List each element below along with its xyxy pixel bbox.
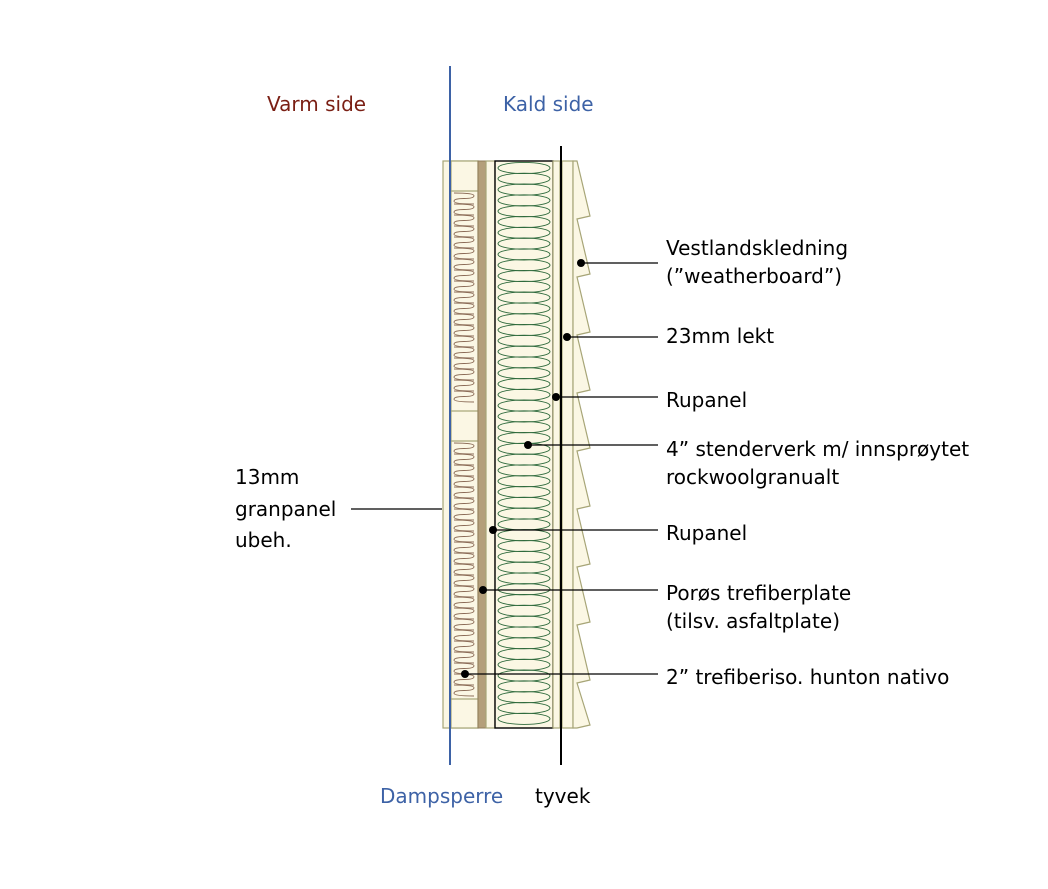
wind-barrier-label: tyvek — [535, 784, 591, 808]
inner-board-label: Rupanel — [666, 521, 747, 545]
fiber-wave — [453, 258, 475, 271]
warm-side-label: Varm side — [267, 92, 366, 116]
fiber-wave — [453, 368, 475, 381]
layers — [442, 160, 591, 729]
fiber-wave — [453, 629, 475, 642]
vapor-barrier-label: Dampsperre — [380, 784, 503, 808]
fiber-wave — [453, 269, 475, 282]
dot-fiberboard — [479, 586, 487, 594]
fiber-wave — [453, 574, 475, 587]
fiber-wave — [453, 519, 475, 532]
leader-lines — [351, 262, 658, 675]
fiber-wave — [453, 280, 475, 293]
fiber-wave — [453, 607, 475, 620]
fiber-insulation-label: 2” trefiberiso. hunton nativo — [666, 665, 949, 689]
fiber-wave — [453, 475, 475, 488]
fiber-wave — [453, 530, 475, 543]
fiber-wave — [453, 640, 475, 653]
fiber-wave — [453, 346, 475, 359]
dot-outer-board — [552, 393, 560, 401]
fiber-wave — [453, 379, 475, 392]
inner-board-layer — [485, 160, 496, 729]
dot-inner-board — [489, 526, 497, 534]
nogging-bottom — [450, 698, 479, 729]
fiber-wave — [453, 662, 475, 675]
fiber-wave — [453, 684, 475, 697]
fiber-wave — [453, 585, 475, 598]
fiber-wave — [453, 390, 475, 403]
fiber-wave — [453, 563, 475, 576]
fiber-wave — [453, 335, 475, 348]
fiber-wave — [453, 651, 475, 664]
fiber-wave — [453, 442, 475, 455]
fiberboard-layer — [477, 160, 487, 729]
cladding-label: Vestlandskledning (”weatherboard”) — [666, 236, 854, 288]
studs-label: 4” stenderverk m/ innsprøytet rockwoolgr… — [666, 437, 975, 489]
leader-dots — [461, 259, 585, 678]
dot-studs — [524, 441, 532, 449]
fiberboard-label: Porøs trefiberplate (tilsv. asfaltplate) — [666, 581, 858, 633]
outer-board-label: Rupanel — [666, 388, 747, 412]
fiber-wave — [453, 324, 475, 337]
fiber-wave — [453, 552, 475, 565]
fiber-wave — [453, 302, 475, 315]
cold-side-label: Kald side — [503, 92, 594, 116]
fiber-wave — [453, 497, 475, 510]
rockwool-pattern — [497, 161, 551, 725]
fiber-wave — [453, 357, 475, 370]
fiber-wave — [453, 673, 475, 686]
fiber-wave — [453, 453, 475, 466]
fiber-wave — [453, 247, 475, 260]
fiber-wave — [453, 313, 475, 326]
fiber-wave — [453, 541, 475, 554]
fiber-wave — [453, 214, 475, 227]
fiber-insulation-pattern — [453, 192, 475, 697]
fiber-wave — [453, 486, 475, 499]
dot-fiber-insulation — [461, 670, 469, 678]
fiber-wave — [453, 291, 475, 304]
fiber-wave — [453, 596, 475, 609]
batten-label: 23mm lekt — [666, 324, 774, 348]
fiber-wave — [453, 203, 475, 216]
dot-batten — [563, 333, 571, 341]
nogging-top — [450, 160, 479, 192]
fiber-wave — [453, 508, 475, 521]
fiber-wave — [453, 192, 475, 205]
fiber-wave — [453, 618, 475, 631]
nogging-middle — [450, 410, 479, 442]
dot-cladding — [577, 259, 585, 267]
fiber-wave — [453, 464, 475, 477]
fiber-wave — [453, 225, 475, 238]
rockwool-coil — [497, 712, 551, 725]
fiber-wave — [453, 236, 475, 249]
inner-panel-label: 13mm granpanel ubeh. — [235, 465, 343, 552]
